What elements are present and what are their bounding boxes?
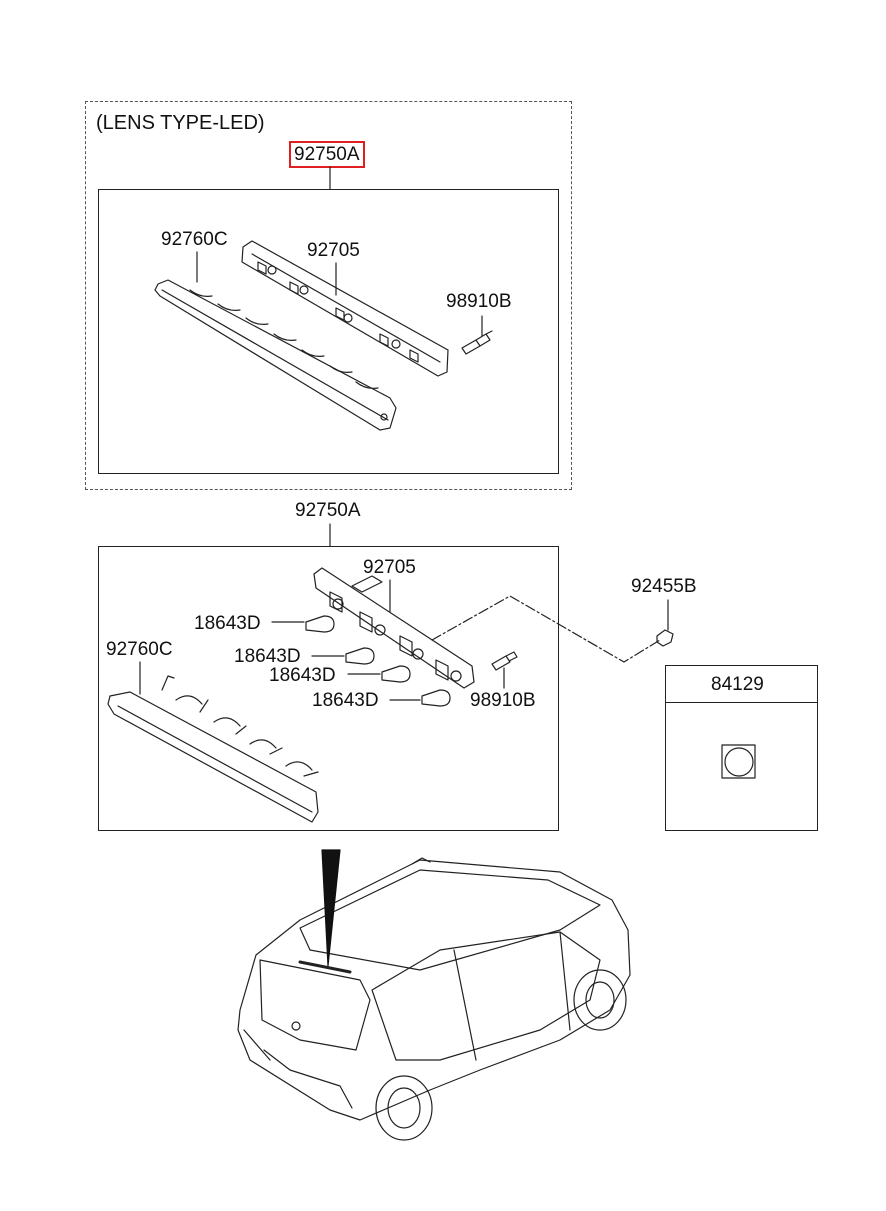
- bulb-18643d-4: [389, 689, 451, 707]
- plug-box-header-divider: [665, 665, 818, 703]
- part-label-92760c-led[interactable]: 92760C: [161, 229, 228, 250]
- part-label-98910b-led[interactable]: 98910B: [446, 291, 512, 312]
- part-label-92705-bulb[interactable]: 92705: [363, 557, 416, 578]
- lens-type-led-inner-box: [98, 189, 559, 474]
- bulb-18643d-1: [271, 615, 335, 633]
- led-lens-92760c: [154, 279, 397, 431]
- bulb-18643d-3: [347, 665, 411, 683]
- part-label-98910b-bulb[interactable]: 98910B: [470, 690, 536, 711]
- plug-circle: [724, 747, 754, 777]
- connector-route-line: [431, 595, 661, 663]
- led-housing-92705: [241, 240, 449, 377]
- bulb-type-box: [98, 546, 559, 831]
- part-label-18643d-1[interactable]: 18643D: [194, 613, 261, 634]
- bulb-socket-98910b: [491, 651, 518, 671]
- part-label-92705-led[interactable]: 92705: [307, 240, 360, 261]
- connector-92455b: [656, 629, 674, 647]
- part-label-18643d-3[interactable]: 18643D: [269, 665, 336, 686]
- part-label-92760c-bulb[interactable]: 92760C: [106, 639, 173, 660]
- part-label-84129[interactable]: 84129: [711, 674, 764, 695]
- bulb-housing-92705: [313, 567, 475, 689]
- part-label-18643d-2[interactable]: 18643D: [234, 646, 301, 667]
- vehicle-rear-view: [237, 857, 631, 1141]
- part-label-92750a-highlighted[interactable]: 92750A: [289, 141, 365, 168]
- location-pointer: [321, 849, 341, 967]
- part-label-92455b[interactable]: 92455B: [631, 576, 697, 597]
- part-label-92750a-bulb[interactable]: 92750A: [295, 500, 361, 521]
- lens-type-led-title: (LENS TYPE-LED): [96, 112, 265, 134]
- lens-type-led-group: [85, 101, 572, 490]
- bulb-18643d-2: [311, 647, 375, 665]
- plug-square: [721, 744, 756, 779]
- bulb-lens-92760c: [107, 675, 319, 823]
- part-label-18643d-4[interactable]: 18643D: [312, 690, 379, 711]
- led-socket-98910b: [461, 330, 493, 355]
